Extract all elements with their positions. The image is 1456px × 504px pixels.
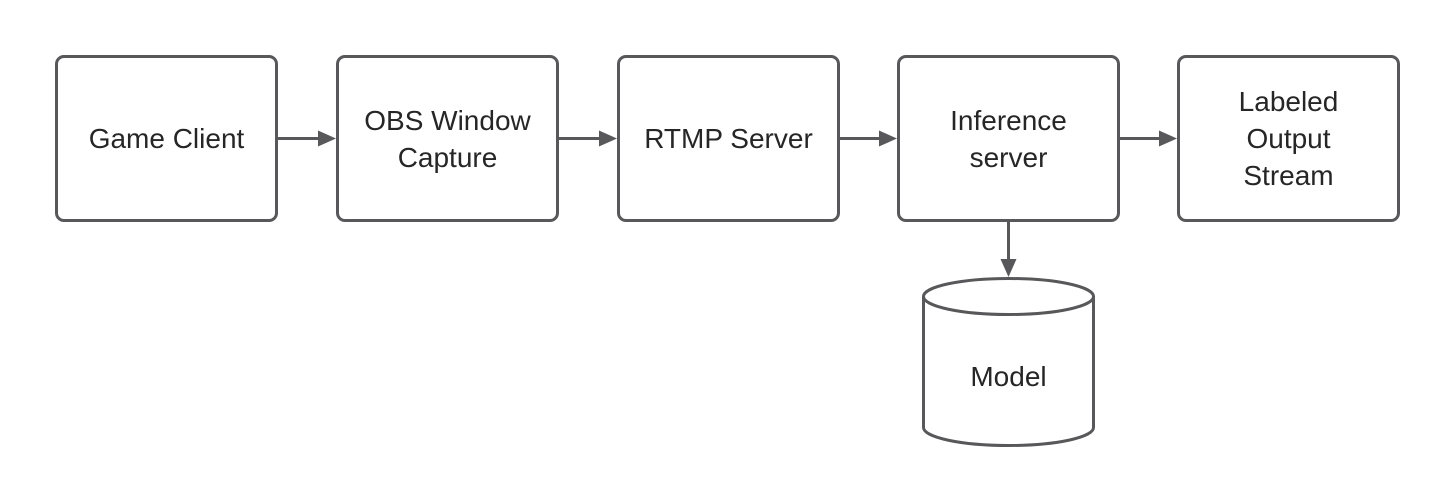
edge-rtmp-server-to-inference-server xyxy=(840,130,897,147)
node-rtmp-server: RTMP Server xyxy=(617,55,840,222)
edge-obs-window-capture-to-rtmp-server xyxy=(559,130,617,147)
arrowhead-icon xyxy=(318,130,336,147)
arrowhead-icon xyxy=(879,130,897,147)
edge-inference-server-to-model xyxy=(1000,222,1017,277)
arrowhead-icon xyxy=(1000,259,1017,277)
node-game-client: Game Client xyxy=(55,55,278,222)
edge-game-client-to-obs-window-capture xyxy=(278,130,336,147)
node-obs-window-capture: OBS Window Capture xyxy=(336,55,559,222)
arrowhead-icon xyxy=(1159,130,1177,147)
node-labeled-output-stream: Labeled Output Stream xyxy=(1177,55,1400,222)
arrowhead-icon xyxy=(599,130,617,147)
node-inference-server: Inference server xyxy=(897,55,1120,222)
node-model-label: Model xyxy=(970,361,1047,392)
edge-inference-server-to-labeled-output-stream xyxy=(1120,130,1177,147)
